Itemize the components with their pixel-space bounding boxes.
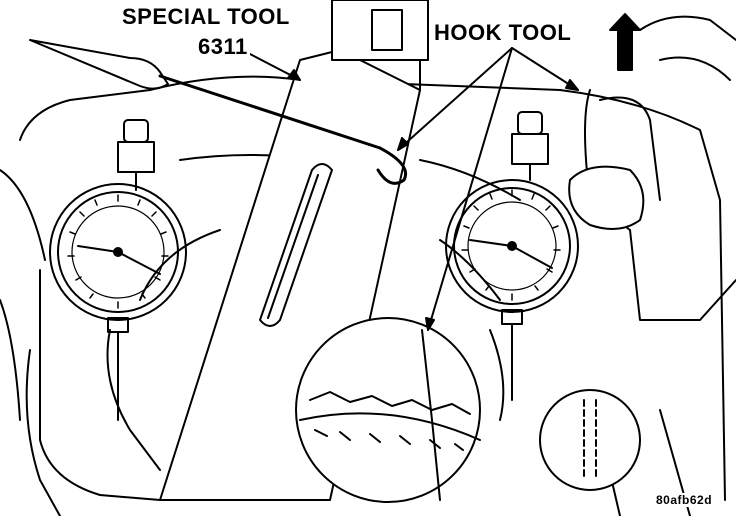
leader-lines [249,47,579,331]
dial-indicator-left-icon [49,119,187,421]
dial-scale-left [67,194,169,309]
dial-indicator-right-icon [445,111,579,401]
up-arrow-icon [609,13,641,71]
transmission-housing [0,75,726,516]
hook-tool-label: HOOK TOOL [432,20,574,46]
screwdriver-icon [29,39,407,185]
special-tool-bar [159,0,429,501]
special-tool-number-label: 6311 [196,34,250,60]
magnified-detail-right [539,389,641,491]
figure-code: 80afb62d [654,493,715,507]
magnified-detail-center [295,317,481,503]
hand-icon [568,15,736,321]
special-tool-label: SPECIAL TOOL [120,4,292,30]
